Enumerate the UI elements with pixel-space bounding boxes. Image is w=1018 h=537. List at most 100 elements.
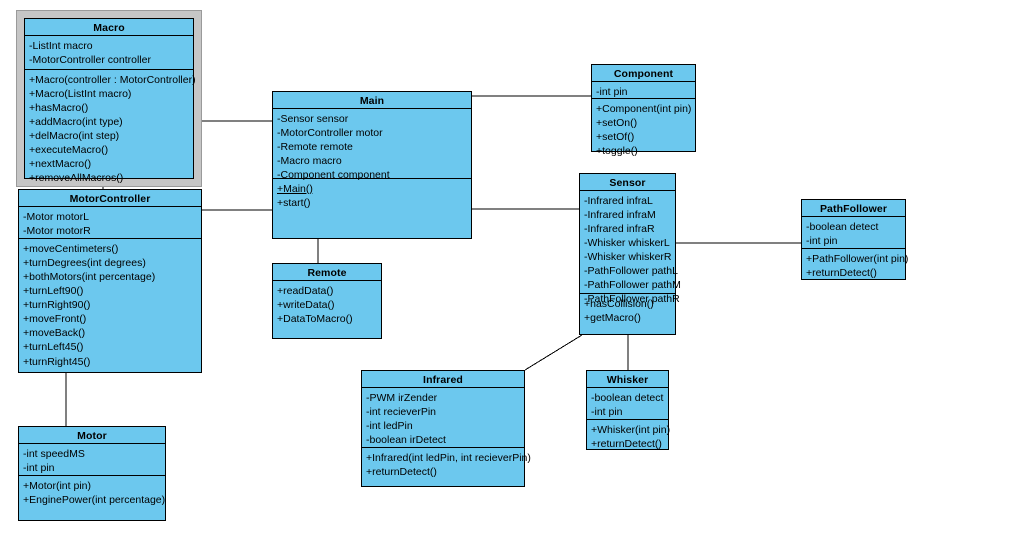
attribute-row: -Macro macro — [277, 154, 342, 167]
class-methods-whisker: +Whisker(int pin)+returnDetect() — [587, 420, 671, 450]
class-name-pathfollower: PathFollower — [802, 200, 905, 217]
uml-class-macro[interactable]: Macro-ListInt macro-MotorController cont… — [24, 18, 196, 185]
method-row: +removeAllMacros() — [29, 172, 124, 185]
method-row: +moveCentimeters() — [23, 242, 119, 255]
attribute-row: -int recieverPin — [366, 405, 437, 418]
attribute-row: -MotorController motor — [277, 126, 383, 139]
uml-class-motorcontroller[interactable]: MotorController-Motor motorL-Motor motor… — [18, 189, 202, 373]
attribute-row: -boolean detect — [591, 391, 664, 404]
method-row: +EnginePower(int percentage) — [23, 493, 166, 506]
method-row: +moveBack() — [23, 327, 86, 340]
method-row: +Motor(int pin) — [23, 479, 91, 492]
method-row: +Component(int pin) — [596, 102, 692, 115]
method-row: +setOf() — [596, 130, 635, 143]
method-row: +hasMacro() — [29, 101, 89, 114]
method-row: +addMacro(int type) — [29, 115, 123, 128]
method-row: +getMacro() — [584, 311, 641, 324]
class-attributes-motorcontroller: -Motor motorL-Motor motorR — [19, 207, 201, 239]
class-methods-remote: +readData()+writeData()+DataToMacro() — [273, 281, 381, 338]
class-attributes-macro: -ListInt macro-MotorController controlle… — [25, 36, 193, 70]
class-name-whisker: Whisker — [587, 371, 668, 388]
attribute-row: -boolean detect — [806, 220, 879, 233]
method-row: +Macro(controller : MotorController) — [29, 73, 196, 86]
class-attributes-component: -int pin — [592, 82, 695, 99]
class-methods-main: +Main()+start() — [273, 179, 471, 238]
attribute-row: -PathFollower pathL — [584, 265, 678, 278]
class-name-motorcontroller: MotorController — [19, 190, 201, 207]
method-row: +Macro(ListInt macro) — [29, 87, 132, 100]
uml-class-remote[interactable]: Remote+readData()+writeData()+DataToMacr… — [272, 263, 382, 339]
class-name-main: Main — [273, 92, 471, 109]
method-row: +returnDetect() — [591, 437, 662, 450]
class-name-component: Component — [592, 65, 695, 82]
attribute-row: -MotorController controller — [29, 53, 151, 66]
class-attributes-motor: -int speedMS-int pin — [19, 444, 165, 476]
class-methods-motor: +Motor(int pin)+EnginePower(int percenta… — [19, 476, 165, 520]
method-row: +writeData() — [277, 298, 335, 311]
uml-class-sensor[interactable]: Sensor-Infrared infraL-Infrared infraM-I… — [579, 173, 681, 335]
method-row: +nextMacro() — [29, 158, 92, 171]
method-row: +DataToMacro() — [277, 312, 353, 325]
method-row: +moveFront() — [23, 313, 87, 326]
method-row: +executeMacro() — [29, 144, 109, 157]
attribute-row: -boolean irDetect — [366, 433, 446, 446]
class-methods-sensor: +hasCollision()+getMacro() — [580, 294, 675, 334]
method-row: +Main() — [277, 182, 313, 195]
attribute-row: -Sensor sensor — [277, 112, 349, 125]
class-methods-pathfollower: +PathFollower(int pin)+returnDetect() — [802, 249, 909, 279]
attribute-row: -Infrared infraR — [584, 222, 655, 235]
method-row: +turnRight45() — [23, 355, 91, 368]
attribute-row: -int pin — [591, 405, 623, 418]
class-name-sensor: Sensor — [580, 174, 675, 191]
method-row: +turnRight90() — [23, 299, 91, 311]
attribute-row: -Component component — [277, 169, 390, 181]
attribute-row: -Motor motorL — [23, 210, 89, 223]
attribute-row: -int pin — [596, 85, 628, 98]
attribute-row: -int ledPin — [366, 419, 413, 432]
method-row: +Infrared(int ledPin, int recieverPin) — [366, 451, 531, 464]
attribute-row: -Motor motorR — [23, 224, 91, 237]
attribute-row: -Infrared infraM — [584, 208, 656, 221]
method-row: +Whisker(int pin) — [591, 423, 671, 436]
class-methods-infrared: +Infrared(int ledPin, int recieverPin)+r… — [362, 448, 531, 486]
uml-class-main[interactable]: Main-Sensor sensor-MotorController motor… — [272, 91, 472, 239]
uml-class-infrared[interactable]: Infrared-PWM irZender-int recieverPin-in… — [361, 370, 531, 487]
method-row: +hasCollision() — [584, 297, 654, 310]
class-attributes-sensor: -Infrared infraL-Infrared infraM-Infrare… — [580, 191, 681, 305]
method-row: +readData() — [277, 284, 334, 297]
uml-class-component[interactable]: Component-int pin+Component(int pin)+set… — [591, 64, 696, 157]
class-name-infrared: Infrared — [362, 371, 524, 388]
method-row: +turnLeft45() — [23, 341, 84, 354]
attribute-row: -PathFollower pathM — [584, 279, 681, 292]
attribute-row: -PWM irZender — [366, 391, 438, 404]
method-row: +start() — [277, 196, 311, 209]
method-row: +setOn() — [596, 116, 638, 129]
attribute-row: -Whisker whiskerL — [584, 236, 670, 249]
uml-class-motor[interactable]: Motor-int speedMS-int pin+Motor(int pin)… — [18, 426, 166, 521]
class-name-motor: Motor — [19, 427, 165, 444]
attribute-row: -int pin — [806, 234, 838, 247]
uml-class-whisker[interactable]: Whisker-boolean detect-int pin+Whisker(i… — [586, 370, 671, 450]
attribute-row: -Whisker whiskerR — [584, 251, 672, 263]
class-methods-macro: +Macro(controller : MotorController)+Mac… — [25, 70, 196, 185]
method-row: +returnDetect() — [806, 266, 877, 279]
method-row: +delMacro(int step) — [29, 130, 120, 142]
uml-class-pathfollower[interactable]: PathFollower-boolean detect-int pin+Path… — [801, 199, 909, 280]
class-methods-motorcontroller: +moveCentimeters()+turnDegrees(int degre… — [19, 239, 201, 372]
association-sensor-infrared[interactable] — [524, 334, 583, 371]
class-attributes-pathfollower: -boolean detect-int pin — [802, 217, 905, 249]
method-row: +returnDetect() — [366, 465, 437, 478]
class-attributes-whisker: -boolean detect-int pin — [587, 388, 668, 420]
attribute-row: -int speedMS — [23, 447, 85, 460]
method-row: +turnDegrees(int degrees) — [23, 256, 146, 269]
attribute-row: -ListInt macro — [29, 39, 93, 52]
attribute-row: -PathFollower pathR — [584, 293, 680, 306]
method-row: +toggle() — [596, 144, 638, 157]
method-row: +PathFollower(int pin) — [806, 252, 909, 265]
attribute-row: -int pin — [23, 461, 55, 474]
class-methods-component: +Component(int pin)+setOn()+setOf()+togg… — [592, 99, 695, 157]
method-row: +turnLeft90() — [23, 284, 84, 297]
class-attributes-infrared: -PWM irZender-int recieverPin-int ledPin… — [362, 388, 524, 448]
class-attributes-main: -Sensor sensor-MotorController motor-Rem… — [273, 109, 471, 181]
